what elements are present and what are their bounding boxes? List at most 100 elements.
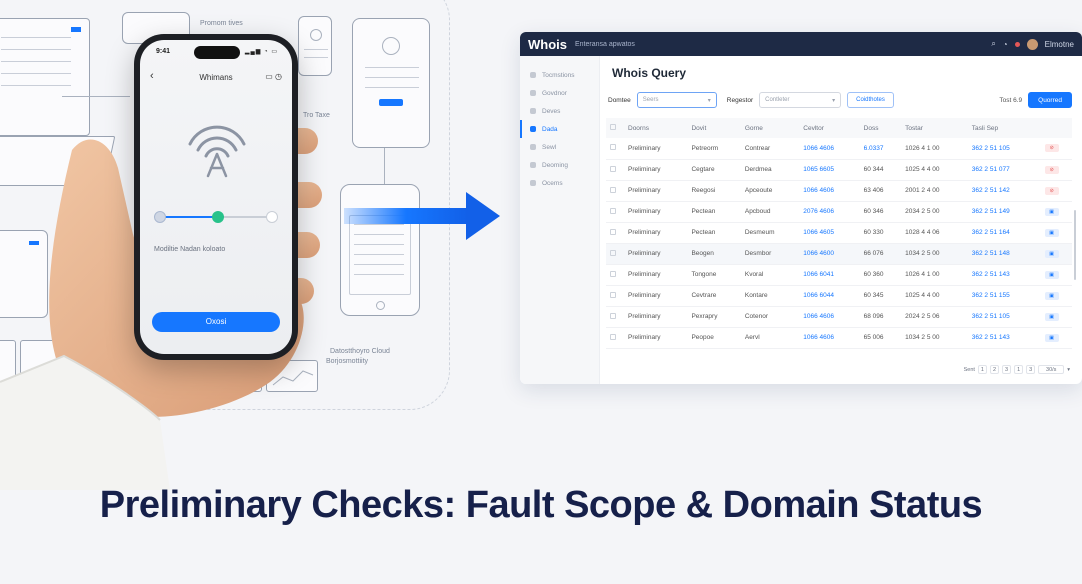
row-checkbox[interactable] xyxy=(610,291,616,298)
progress-slider[interactable] xyxy=(154,211,278,223)
sidebar-item-3[interactable]: Dada xyxy=(520,120,599,138)
info-tag-icon[interactable]: ▣ xyxy=(1044,270,1059,279)
page-size-select[interactable]: 30/s xyxy=(1038,365,1065,374)
cell-action[interactable]: ▣ xyxy=(1040,285,1072,307)
alert-tag-icon[interactable]: ⊘ xyxy=(1044,165,1059,174)
cell-type: Derdmea xyxy=(740,159,800,181)
sidebar-item-5[interactable]: Deoming xyxy=(520,156,599,174)
table-scrollbar[interactable] xyxy=(1074,210,1076,280)
row-checkbox[interactable] xyxy=(610,333,616,340)
sidebar-item-icon xyxy=(530,72,536,78)
row-checkbox-cell[interactable] xyxy=(606,306,624,328)
row-checkbox[interactable] xyxy=(610,228,616,235)
row-checkbox-cell[interactable] xyxy=(606,264,624,286)
cell-domain: Preliminary xyxy=(624,201,688,223)
cell-action[interactable]: ▣ xyxy=(1040,243,1072,265)
status-bar-icons: ▂▄▆ ◔ ▭ xyxy=(244,49,278,55)
cell-created: 1065 6605 xyxy=(799,159,860,181)
cell-action[interactable]: ▣ xyxy=(1040,327,1072,349)
cell-action[interactable]: ⊘ xyxy=(1040,138,1072,160)
slider-knob-end xyxy=(266,211,278,223)
sidebar-item-0[interactable]: Tocmstions xyxy=(520,66,599,84)
row-checkbox[interactable] xyxy=(610,186,616,193)
sidebar-item-1[interactable]: Govdnor xyxy=(520,84,599,102)
wireframe-phone-small xyxy=(298,16,332,76)
phone-subtitle: Modiltie Nadan koloato xyxy=(154,246,226,253)
cell-action[interactable]: ▣ xyxy=(1040,201,1072,223)
cell-action[interactable]: ▣ xyxy=(1040,306,1072,328)
cell-updated: 2034 2 5 00 xyxy=(901,201,968,223)
back-icon[interactable]: ‹ xyxy=(150,70,154,82)
phone-primary-button[interactable]: Oxosi xyxy=(152,312,280,332)
row-checkbox-cell[interactable] xyxy=(606,159,624,181)
bell-icon[interactable]: ◔ xyxy=(1002,39,1008,49)
secondary-filter-button[interactable]: Coidthotes xyxy=(847,92,894,108)
sidebar-item-label: Ocems xyxy=(542,179,563,187)
row-checkbox[interactable] xyxy=(610,144,616,151)
sidebar-item-2[interactable]: Deves xyxy=(520,102,599,120)
cell-action[interactable]: ⊘ xyxy=(1040,159,1072,181)
page-button[interactable]: 1 xyxy=(1014,365,1024,374)
row-checkbox-cell[interactable] xyxy=(606,327,624,349)
phone-header-icons[interactable]: ▭ ◷ xyxy=(265,72,282,81)
page-button[interactable]: 3 xyxy=(1002,365,1012,374)
cell-created: 1066 4606 xyxy=(799,327,860,349)
search-icon[interactable]: ⌕ xyxy=(991,39,996,48)
sidebar-item-icon xyxy=(530,180,536,186)
page-button[interactable]: 3 xyxy=(1026,365,1036,374)
cell-domain: Preliminary xyxy=(624,159,688,181)
info-tag-icon[interactable]: ▣ xyxy=(1044,228,1059,237)
row-checkbox-cell[interactable] xyxy=(606,201,624,223)
row-checkbox-cell[interactable] xyxy=(606,285,624,307)
alert-tag-icon[interactable]: ⊘ xyxy=(1044,186,1059,195)
row-checkbox[interactable] xyxy=(610,312,616,319)
cell-action[interactable]: ▣ xyxy=(1040,222,1072,244)
sidebar-item-label: Deoming xyxy=(542,161,569,169)
slider-knob-start xyxy=(154,211,166,223)
row-checkbox[interactable] xyxy=(610,207,616,214)
phone-clock: 9:41 xyxy=(156,48,171,55)
row-checkbox[interactable] xyxy=(610,165,616,172)
select-all-cell[interactable] xyxy=(606,118,624,138)
domain-select[interactable]: Seers ▾ xyxy=(636,92,717,108)
row-checkbox[interactable] xyxy=(610,249,616,256)
cell-expiry: 362 2 51 149 xyxy=(967,201,1041,223)
row-checkbox-cell[interactable] xyxy=(606,222,624,244)
sidebar-item-6[interactable]: Ocems xyxy=(520,174,599,192)
page-button[interactable]: 1 xyxy=(977,365,987,374)
cell-domain: Preliminary xyxy=(624,285,688,307)
row-checkbox[interactable] xyxy=(610,270,616,277)
wire-note-bottom-1: Datostthoyro Cloud xyxy=(330,348,390,355)
page-button[interactable]: 2 xyxy=(989,365,1000,374)
info-tag-icon[interactable]: ▣ xyxy=(1044,333,1059,342)
info-tag-icon[interactable]: ▣ xyxy=(1044,249,1059,258)
info-tag-icon[interactable]: ▣ xyxy=(1044,312,1059,321)
user-name[interactable]: Elmotne xyxy=(1044,39,1074,49)
row-checkbox-cell[interactable] xyxy=(606,243,624,265)
info-tag-icon[interactable]: ▣ xyxy=(1044,207,1059,216)
sidebar-item-4[interactable]: Sewl xyxy=(520,138,599,156)
alert-tag-icon[interactable]: ⊘ xyxy=(1044,144,1059,153)
cell-action[interactable]: ▣ xyxy=(1040,264,1072,286)
select-all-checkbox[interactable] xyxy=(610,124,616,130)
registrar-select[interactable]: Contleter ▾ xyxy=(759,92,842,108)
cell-type: Apceoute xyxy=(740,180,800,202)
avatar[interactable] xyxy=(1026,38,1038,50)
slider-knob-current[interactable] xyxy=(212,211,225,223)
cell-action[interactable]: ⊘ xyxy=(1040,180,1072,202)
row-checkbox-cell[interactable] xyxy=(606,138,624,160)
row-checkbox-cell[interactable] xyxy=(606,180,624,202)
cell-type: Desmbor xyxy=(740,243,800,265)
query-button[interactable]: Quorred xyxy=(1028,92,1072,108)
info-tag-icon[interactable]: ▣ xyxy=(1044,291,1059,300)
